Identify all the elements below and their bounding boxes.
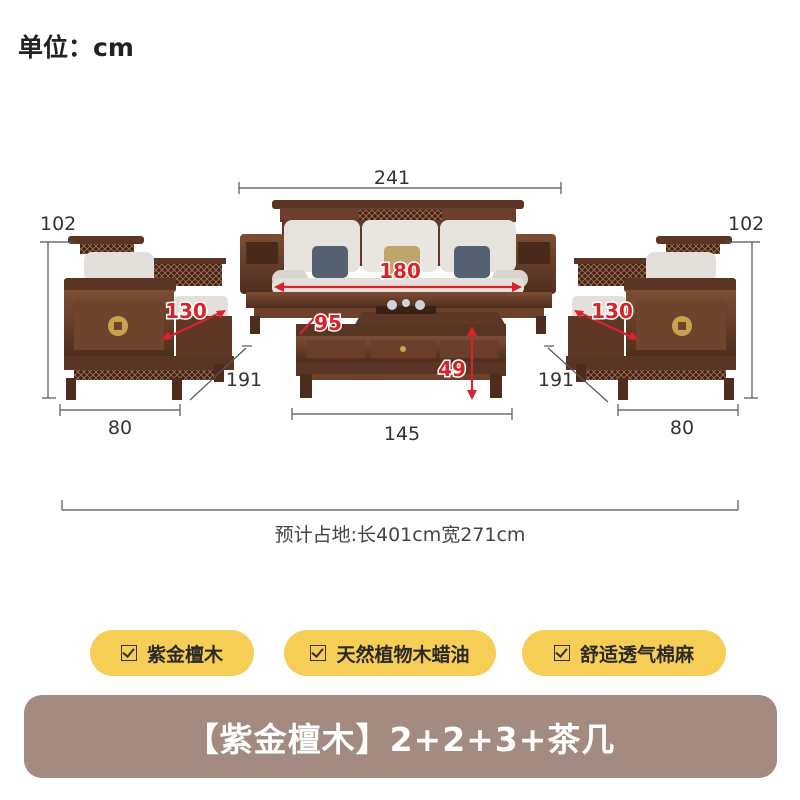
- dim-label-right-chair-height: 102: [728, 213, 764, 235]
- feature-label: 天然植物木蜡油: [336, 643, 470, 666]
- dim-label-left-chair-width: 80: [108, 417, 132, 439]
- checkbox-icon: [120, 645, 137, 661]
- checkbox-icon: [310, 645, 327, 661]
- right-armchair: [566, 236, 736, 400]
- feature-label: 紫金檀木: [146, 643, 223, 666]
- dim-label-left-chair-seat-depth: 130: [165, 299, 207, 323]
- checkbox-icon: [553, 645, 570, 661]
- feature-pill-material: 紫金檀木: [90, 630, 254, 676]
- feature-label: 舒适透气棉麻: [579, 643, 694, 666]
- dim-label-table-width: 145: [384, 423, 420, 445]
- dim-label-sofa-seat-width: 180: [379, 259, 421, 283]
- unit-label: 单位：cm: [18, 33, 134, 62]
- dim-label-left-chair-depth: 191: [226, 369, 262, 391]
- footprint-text: 预计占地:长401cm宽271cm: [274, 524, 526, 546]
- left-armchair: [64, 236, 234, 400]
- dim-label-table-height: 49: [438, 357, 466, 381]
- product-title: 【紫金檀木】2+2+3+茶几: [185, 719, 616, 759]
- product-title-banner: 【紫金檀木】2+2+3+茶几: [24, 695, 777, 778]
- dim-label-sofa-width: 241: [374, 167, 410, 189]
- dim-label-left-chair-height: 102: [40, 213, 76, 235]
- feature-pill-oil: 天然植物木蜡油: [284, 630, 496, 676]
- seat-dimension-lines: [162, 282, 638, 400]
- furniture-diagram: 241 102 102 180 130 130 95 49 191 191 80…: [40, 167, 764, 511]
- dim-label-table-depth: 95: [314, 311, 342, 335]
- dim-label-right-chair-seat-depth: 130: [591, 299, 633, 323]
- dim-label-right-chair-depth: 191: [538, 369, 574, 391]
- dim-label-right-chair-width: 80: [670, 417, 694, 439]
- feature-pill-fabric: 舒适透气棉麻: [522, 630, 726, 676]
- three-seat-sofa: [240, 200, 556, 334]
- dimension-lines: [40, 182, 760, 511]
